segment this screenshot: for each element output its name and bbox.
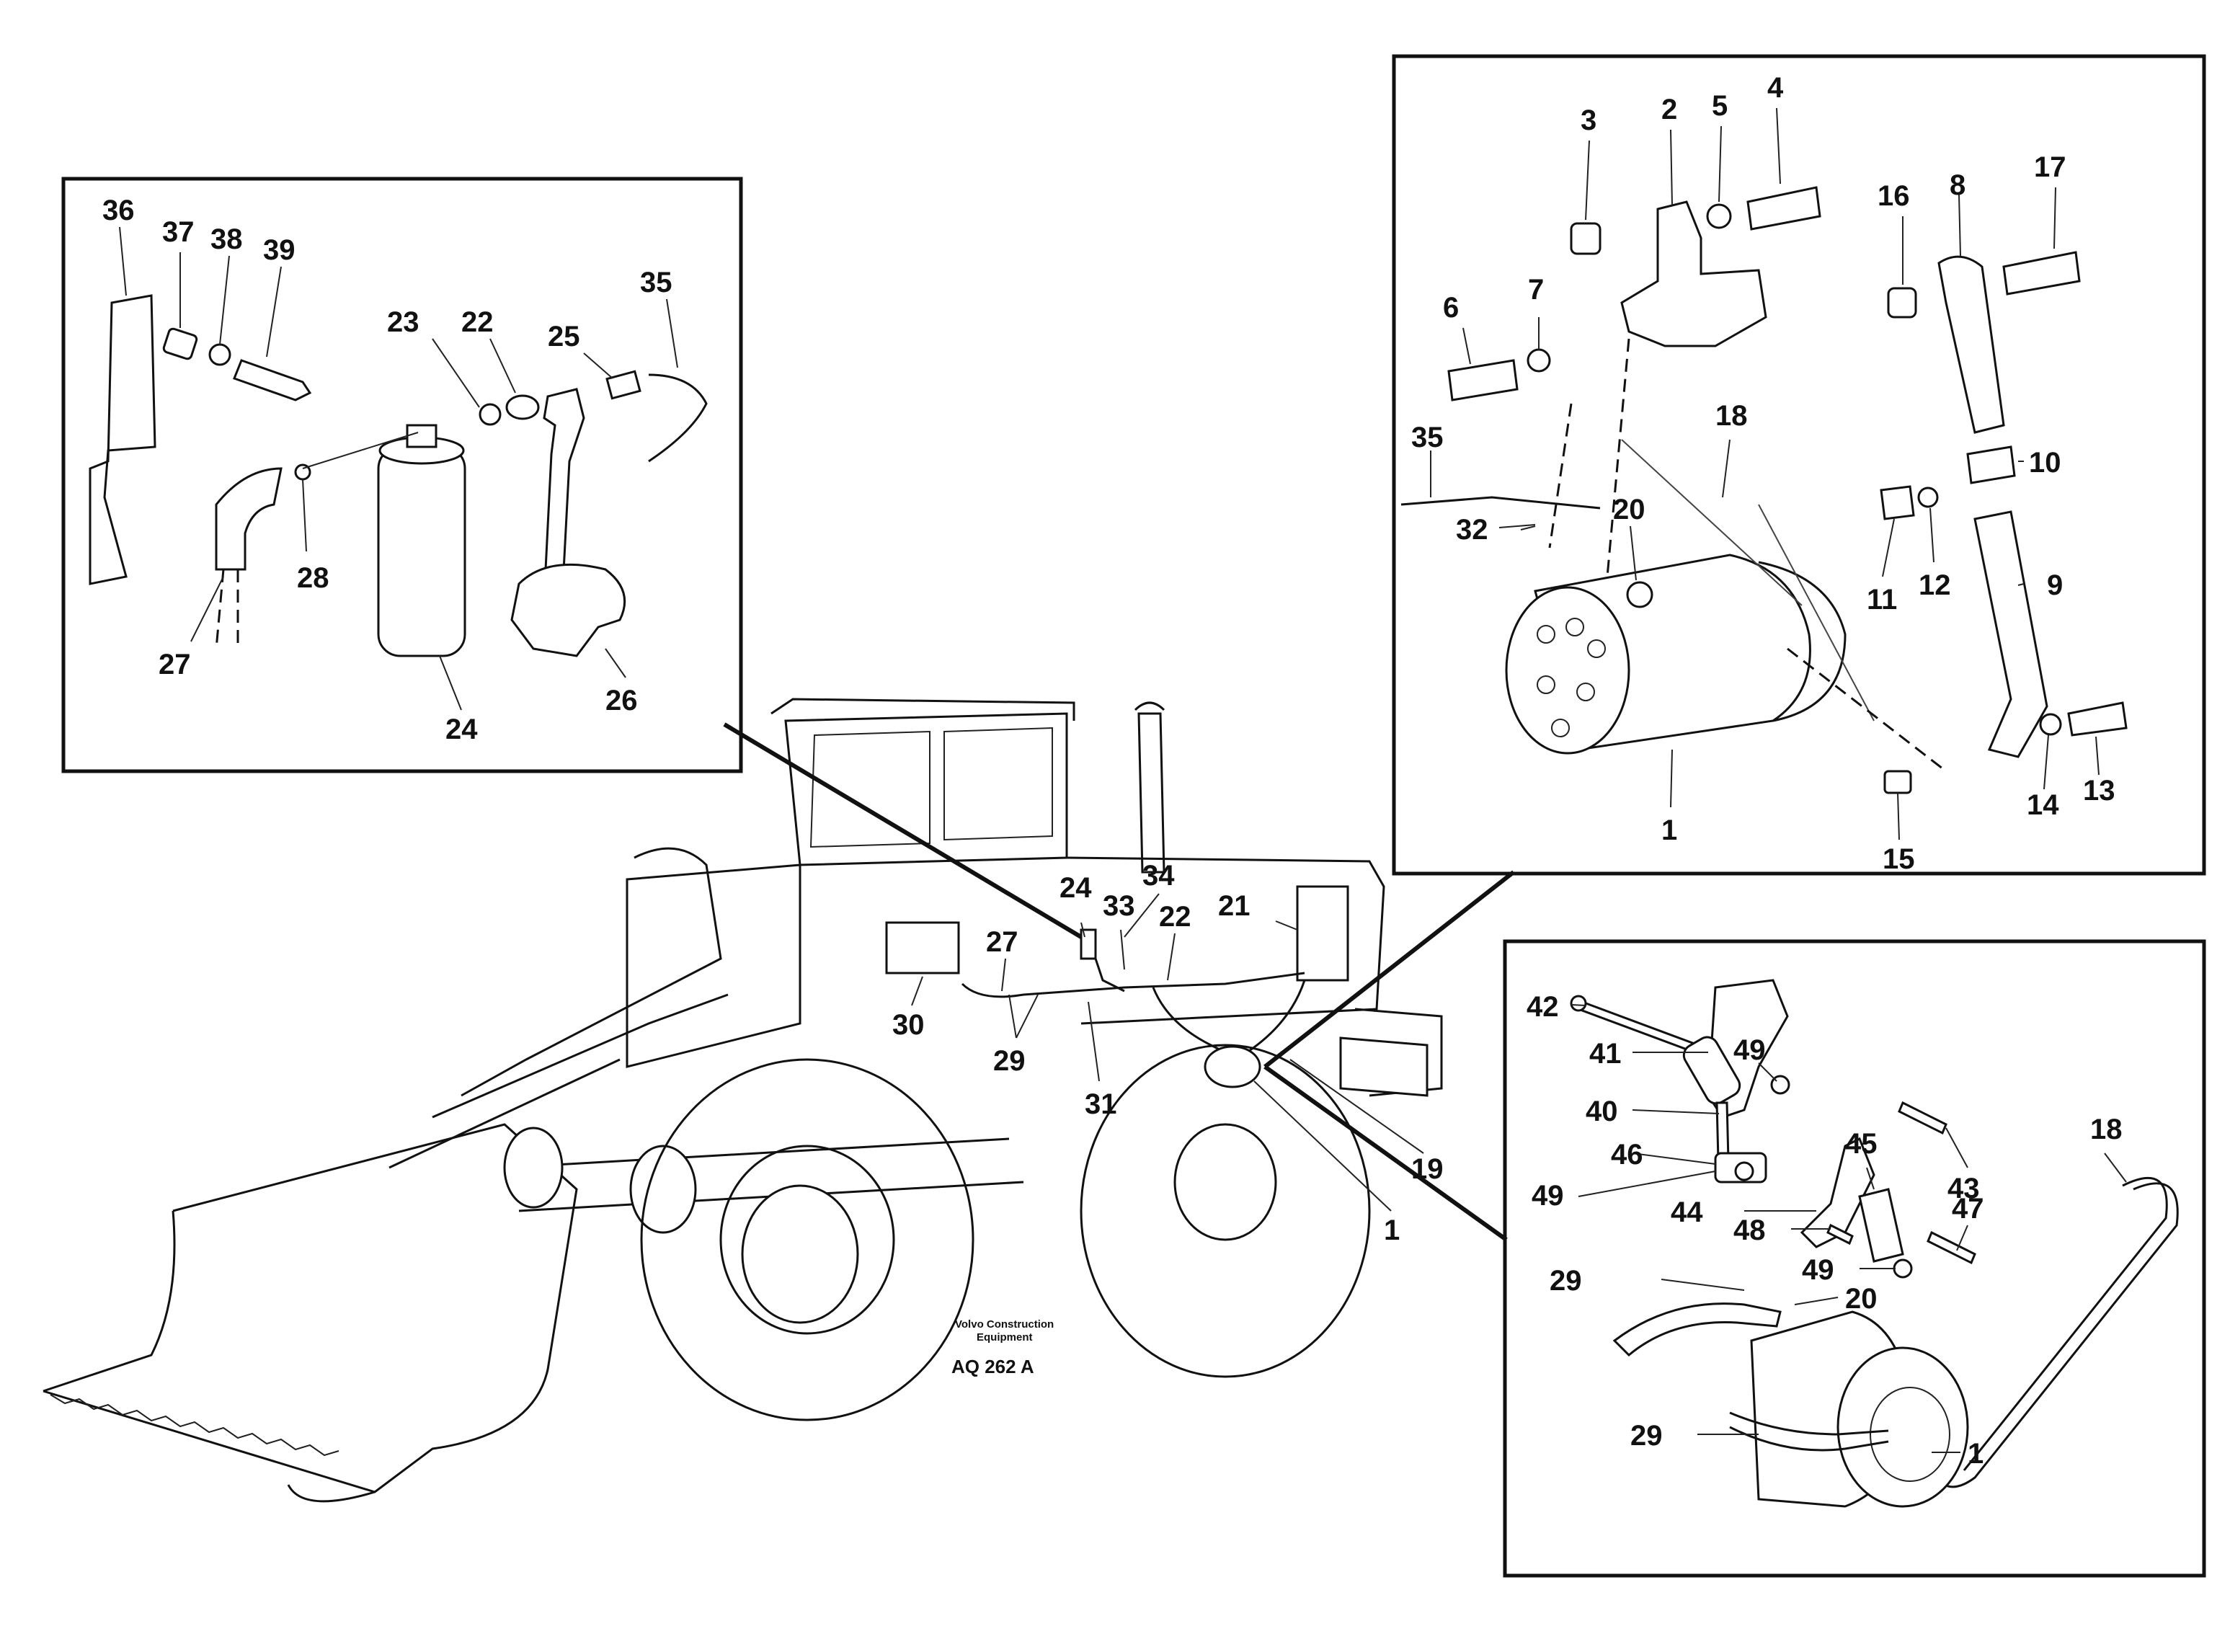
callout: 5 — [1712, 90, 1728, 122]
callout: 30 — [892, 1009, 925, 1041]
callout: 35 — [1411, 422, 1444, 453]
leader-lines — [119, 107, 2127, 1453]
callout: 4 — [1767, 72, 1784, 104]
callout: 29 — [1630, 1420, 1663, 1452]
callout: 29 — [1550, 1265, 1582, 1297]
callout: 3 — [1581, 105, 1596, 136]
callout: 16 — [1878, 180, 1910, 212]
callout: 49 — [1802, 1254, 1834, 1286]
callout: 25 — [548, 321, 580, 352]
figure-code: AQ 262 A — [951, 1356, 1034, 1377]
callouts-machine-overview: 24 34 33 22 21 27 30 29 31 19 1 — [892, 860, 1444, 1246]
compressor-mount-inset — [1503, 939, 2206, 1578]
inset-connectors — [723, 722, 1515, 1242]
callouts-receiver-drier-inset: 36 37 38 39 23 22 25 35 28 27 24 26 — [102, 195, 672, 745]
callout: 12 — [1919, 569, 1951, 601]
callout: 29 — [993, 1045, 1026, 1077]
callout: 24 — [1060, 872, 1092, 904]
callout: 11 — [1867, 584, 1897, 616]
callout: 18 — [1715, 400, 1748, 432]
manufacturer-credit-line2: Equipment — [977, 1331, 1033, 1344]
callout: 45 — [1845, 1128, 1878, 1160]
manufacturer-credit-line1: Volvo Construction — [955, 1318, 1054, 1331]
callout: 38 — [210, 223, 243, 255]
callout: 1 — [1661, 814, 1677, 846]
callout: 42 — [1527, 991, 1559, 1023]
callout: 10 — [2029, 447, 2061, 479]
callout: 20 — [1845, 1283, 1878, 1315]
callout: 46 — [1611, 1139, 1643, 1171]
callout: 22 — [461, 306, 494, 338]
callout: 34 — [1142, 860, 1175, 892]
callout: 21 — [1218, 890, 1251, 922]
callout: 7 — [1528, 274, 1544, 306]
callout: 6 — [1443, 292, 1459, 324]
callout: 43 — [1947, 1173, 1980, 1204]
callout: 37 — [162, 216, 195, 248]
callout: 41 — [1589, 1038, 1622, 1070]
callout: 28 — [297, 562, 329, 594]
callout: 27 — [986, 926, 1018, 958]
callout: 23 — [387, 306, 419, 338]
callouts-compressor-mount-inset: 42 49 41 40 46 49 43 45 18 44 48 47 49 2… — [1527, 991, 2123, 1470]
compressor-1 — [1204, 1045, 1261, 1088]
callout: 18 — [2090, 1114, 2123, 1145]
condenser-unit-30 — [885, 921, 960, 974]
callout: 26 — [605, 685, 638, 716]
callout: 15 — [1883, 843, 1915, 875]
callout: 22 — [1159, 901, 1191, 933]
callout: 44 — [1671, 1196, 1703, 1228]
callout: 20 — [1613, 494, 1645, 525]
callout: 47 — [1952, 1193, 1984, 1225]
callout: 32 — [1456, 514, 1488, 546]
callout: 17 — [2034, 151, 2066, 183]
callout: 24 — [445, 714, 478, 745]
callout: 19 — [1411, 1153, 1444, 1185]
callout: 48 — [1733, 1214, 1766, 1246]
callout: 49 — [1532, 1180, 1564, 1212]
receiver-drier-inset — [61, 177, 743, 773]
callouts-compressor-inset: 3 2 5 4 16 8 17 6 7 35 18 32 20 10 11 12… — [1411, 72, 2115, 875]
callout: 9 — [2047, 569, 2063, 601]
callout: 1 — [1968, 1438, 1984, 1470]
evaporator-unit-21 — [1296, 885, 1349, 982]
wheel-loader-illustration — [43, 698, 1443, 1503]
callout: 39 — [263, 234, 296, 266]
machine-ac-components — [885, 885, 1349, 1088]
callout: 14 — [2027, 789, 2059, 821]
callout: 8 — [1950, 169, 1965, 201]
callout: 33 — [1103, 890, 1135, 922]
callout: 36 — [102, 195, 135, 226]
callout: 35 — [640, 267, 672, 298]
callout: 1 — [1384, 1214, 1400, 1246]
callout: 40 — [1586, 1096, 1618, 1127]
callout: 49 — [1733, 1034, 1766, 1066]
callout: 31 — [1085, 1088, 1117, 1120]
callout: 27 — [159, 649, 191, 680]
callout: 13 — [2083, 775, 2115, 807]
compressor-inset — [1392, 54, 2206, 876]
callout: 2 — [1661, 94, 1677, 125]
